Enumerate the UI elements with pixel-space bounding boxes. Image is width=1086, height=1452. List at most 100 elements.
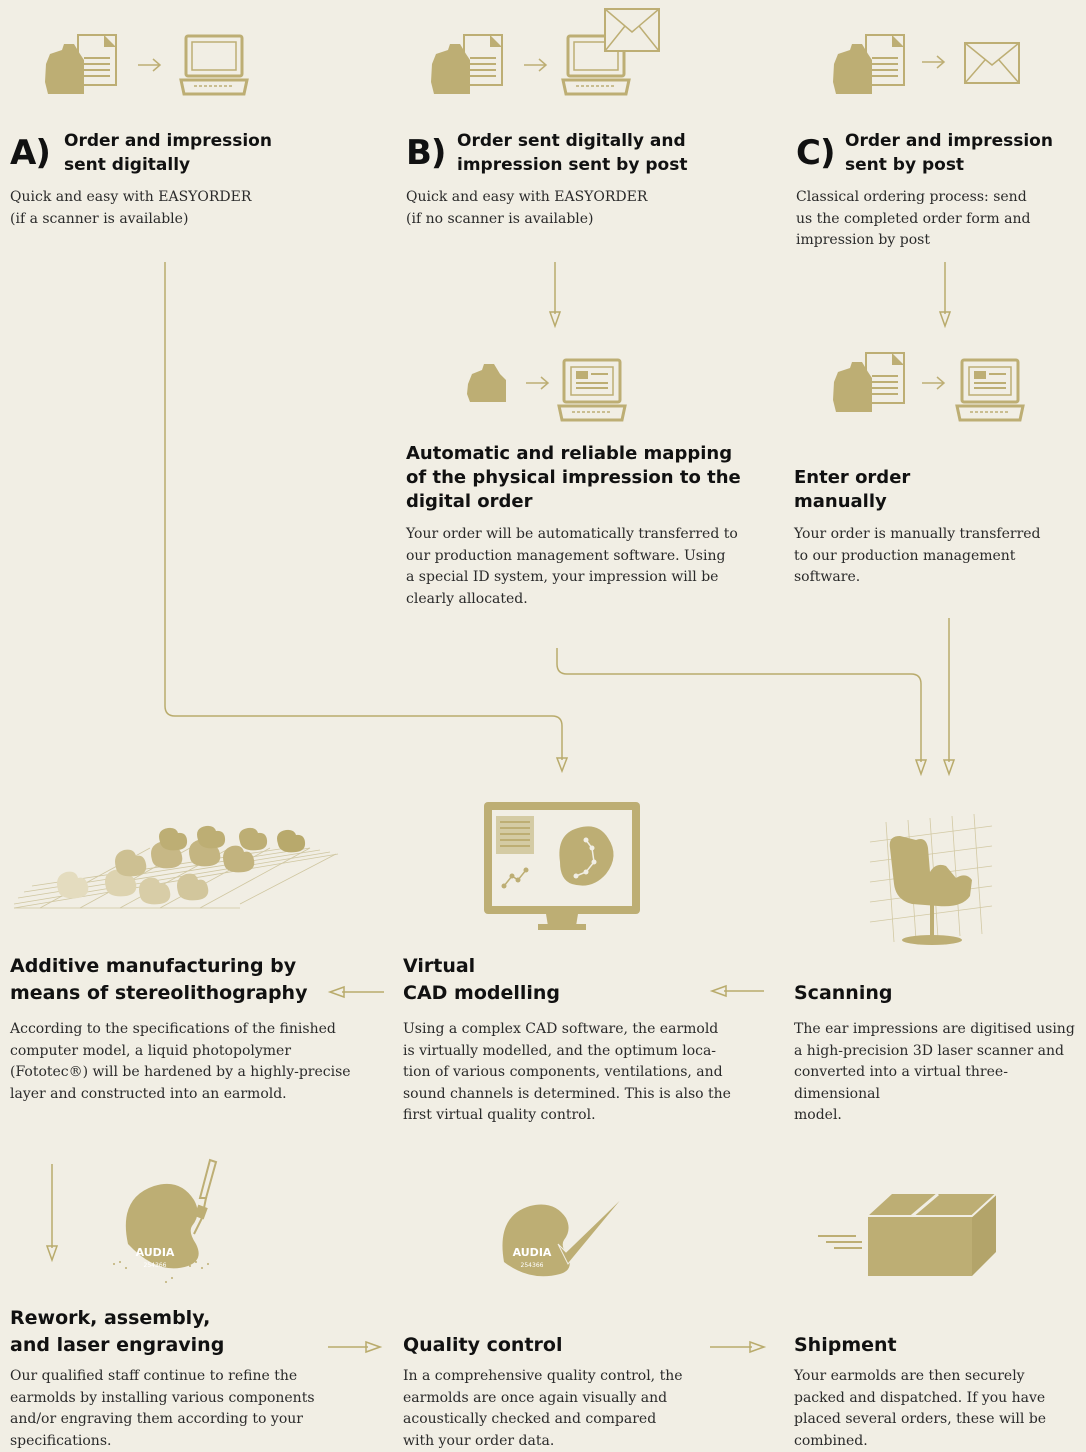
cad-monitor-illustration — [482, 800, 642, 934]
manual-title: Enter order manually — [794, 466, 910, 514]
step-c-desc-line3: impression by post — [796, 230, 1031, 252]
laptop-order-icon — [558, 358, 626, 422]
rework-desc-line2: earmolds by installing various component… — [10, 1388, 315, 1410]
step-b-title: Order sent digitally and impression sent… — [457, 129, 687, 177]
quality-desc-line4: with your order data. — [403, 1431, 683, 1452]
quality-brand-label: AUDIA — [506, 1246, 558, 1259]
shipment-desc-line2: packed and dispatched. If you have — [794, 1388, 1046, 1410]
scanning-desc-line1: The ear impressions are digitised using — [794, 1019, 1086, 1041]
laptop-icon — [180, 34, 248, 96]
rework-title-line2: and laser engraving — [10, 1332, 224, 1359]
scanning-description: The ear impressions are digitised using … — [794, 1019, 1086, 1127]
step-a-desc-line1: Quick and easy with EASYORDER — [10, 187, 251, 209]
rework-description: Our qualified staff continue to refine t… — [10, 1366, 315, 1452]
scanning-desc-line3: converted into a virtual three-dimension… — [794, 1062, 1086, 1105]
rework-title: Rework, assembly, and laser engraving — [10, 1305, 224, 1359]
additive-desc-line1: According to the specifications of the f… — [10, 1019, 351, 1041]
mapping-title-line1: Automatic and reliable mapping — [406, 442, 741, 466]
hand-document-icon — [44, 34, 120, 98]
rework-desc-line3: and/or engraving them according to your — [10, 1409, 315, 1431]
hand-document-icon — [832, 352, 908, 416]
rework-title-line1: Rework, assembly, — [10, 1305, 224, 1332]
mapping-desc-line4: clearly allocated. — [406, 589, 738, 611]
cad-desc-line2: is virtually modelled, and the optimum l… — [403, 1041, 731, 1063]
manual-desc-line2: to our production management — [794, 546, 1041, 568]
engraving-number-label: 254366 — [129, 1262, 181, 1269]
mapping-description: Your order will be automatically transfe… — [406, 524, 738, 610]
step-b-title-line1: Order sent digitally and — [457, 129, 687, 153]
step-c-title-line2: sent by post — [845, 153, 1053, 177]
step-a-letter: A) — [10, 136, 50, 170]
impression-icon — [466, 362, 510, 404]
mapping-desc-line2: our production management software. Usin… — [406, 546, 738, 568]
mapping-desc-line3: a special ID system, your impression wil… — [406, 567, 738, 589]
manual-description: Your order is manually transferred to ou… — [794, 524, 1041, 589]
manual-desc-line3: software. — [794, 567, 1041, 589]
step-a-title-line2: sent digitally — [64, 153, 272, 177]
step-c-title: Order and impression sent by post — [845, 129, 1053, 177]
quality-description: In a comprehensive quality control, the … — [403, 1366, 683, 1452]
mapping-title: Automatic and reliable mapping of the ph… — [406, 442, 741, 514]
flow-line-mapping — [557, 648, 921, 762]
stereolithography-platform-illustration — [10, 828, 340, 914]
arrow-right-icon — [922, 376, 946, 390]
cad-desc-line5: first virtual quality control. — [403, 1105, 731, 1127]
step-b-desc-line2: (if no scanner is available) — [406, 209, 647, 231]
shipping-box-illustration — [816, 1190, 998, 1278]
shipment-desc-line1: Your earmolds are then securely — [794, 1366, 1046, 1388]
shipment-description: Your earmolds are then securely packed a… — [794, 1366, 1046, 1452]
quality-desc-line3: acoustically checked and compared — [403, 1409, 683, 1431]
step-b-description: Quick and easy with EASYORDER (if no sca… — [406, 187, 647, 230]
additive-description: According to the specifications of the f… — [10, 1019, 351, 1105]
step-a-description: Quick and easy with EASYORDER (if a scan… — [10, 187, 251, 230]
shipment-desc-line4: combined. — [794, 1431, 1046, 1452]
arrow-right-icon — [922, 55, 946, 69]
cad-desc-line4: sound channels is determined. This is al… — [403, 1084, 731, 1106]
additive-desc-line2: computer model, a liquid photopolymer — [10, 1041, 351, 1063]
scanning-desc-line4: model. — [794, 1105, 1086, 1127]
additive-desc-line3: (Fototec®) will be hardened by a highly-… — [10, 1062, 351, 1084]
quality-title: Quality control — [403, 1332, 562, 1359]
manual-desc-line1: Your order is manually transferred — [794, 524, 1041, 546]
additive-desc-line4: layer and constructed into an earmold. — [10, 1084, 351, 1106]
cad-title-line1: Virtual — [403, 953, 560, 980]
step-c-description: Classical ordering process: send us the … — [796, 187, 1031, 252]
laptop-order-icon — [956, 358, 1024, 422]
step-b-letter: B) — [406, 136, 445, 170]
manual-title-line2: manually — [794, 490, 910, 514]
step-a-title-line1: Order and impression — [64, 129, 272, 153]
scanner-illustration — [866, 792, 996, 952]
step-c-title-line1: Order and impression — [845, 129, 1053, 153]
envelope-icon — [964, 42, 1020, 84]
scanning-title: Scanning — [794, 980, 892, 1007]
manual-title-line1: Enter order — [794, 466, 910, 490]
cad-title-line2: CAD modelling — [403, 980, 560, 1007]
arrow-right-icon — [524, 58, 548, 72]
step-a-title: Order and impression sent digitally — [64, 129, 272, 177]
step-c-desc-line2: us the completed order form and — [796, 209, 1031, 231]
step-a-desc-line2: (if a scanner is available) — [10, 209, 251, 231]
arrow-right-icon — [526, 376, 550, 390]
quality-desc-line2: earmolds are once again visually and — [403, 1388, 683, 1410]
quality-desc-line1: In a comprehensive quality control, the — [403, 1366, 683, 1388]
engraving-brand-label: AUDIA — [129, 1246, 181, 1259]
quality-number-label: 254366 — [506, 1262, 558, 1269]
shipment-title: Shipment — [794, 1332, 897, 1359]
cad-desc-line3: tion of various components, ventilations… — [403, 1062, 731, 1084]
hand-document-icon — [430, 34, 506, 98]
envelope-icon — [604, 8, 660, 52]
additive-title-line1: Additive manufacturing by — [10, 953, 307, 980]
rework-desc-line4: specifications. — [10, 1431, 315, 1452]
rework-desc-line1: Our qualified staff continue to refine t… — [10, 1366, 315, 1388]
cad-title: Virtual CAD modelling — [403, 953, 560, 1007]
mapping-title-line3: digital order — [406, 490, 741, 514]
cad-desc-line1: Using a complex CAD software, the earmol… — [403, 1019, 731, 1041]
scanning-desc-line2: a high-precision 3D laser scanner and — [794, 1041, 1086, 1063]
shipment-desc-line3: placed several orders, these will be — [794, 1409, 1046, 1431]
step-c-letter: C) — [796, 136, 835, 170]
step-c-desc-line1: Classical ordering process: send — [796, 187, 1031, 209]
additive-title: Additive manufacturing by means of stere… — [10, 953, 307, 1007]
hand-document-icon — [832, 34, 908, 98]
step-b-title-line2: impression sent by post — [457, 153, 687, 177]
mapping-desc-line1: Your order will be automatically transfe… — [406, 524, 738, 546]
